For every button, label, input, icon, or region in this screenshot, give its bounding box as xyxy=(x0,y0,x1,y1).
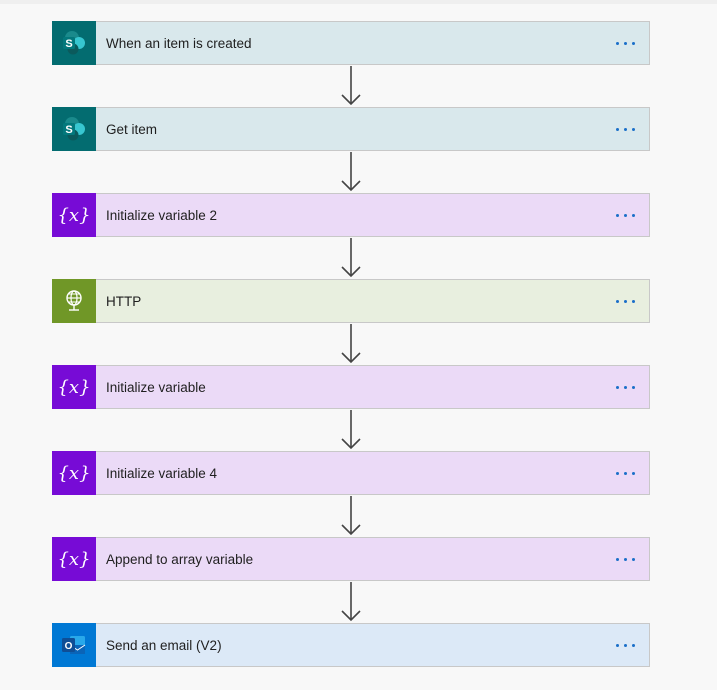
outlook-icon: O xyxy=(52,623,96,667)
dot-icon xyxy=(623,471,627,475)
connector-arrow-icon xyxy=(341,496,361,536)
step-label: Append to array variable xyxy=(106,551,254,567)
connector-arrow-icon xyxy=(341,152,361,192)
dot-icon xyxy=(615,127,619,131)
sharepoint-icon: S xyxy=(52,107,96,151)
dot-icon xyxy=(623,127,627,131)
svg-text:S: S xyxy=(65,124,72,136)
dot-icon xyxy=(623,213,627,217)
step-label: HTTP xyxy=(106,293,142,309)
svg-text:{x}: {x} xyxy=(57,549,90,570)
svg-text:{x}: {x} xyxy=(57,463,90,484)
dot-icon xyxy=(615,557,619,561)
step-label: Initialize variable xyxy=(106,379,206,395)
step-label: Initialize variable 4 xyxy=(106,465,218,481)
dot-icon xyxy=(631,41,635,45)
svg-text:{x}: {x} xyxy=(57,377,90,398)
connector-arrow-icon xyxy=(341,324,361,364)
dot-icon xyxy=(623,385,627,389)
step-label: Send an email (V2) xyxy=(106,637,222,653)
connector-arrow-icon xyxy=(341,66,361,106)
more-options-button[interactable] xyxy=(605,200,645,230)
step-card-append-to-array-variable[interactable]: {x} Append to array variable xyxy=(52,537,650,581)
step-card-initialize-variable-4[interactable]: {x} Initialize variable 4 xyxy=(52,451,650,495)
step-card-when-an-item-is-created[interactable]: S When an item is created xyxy=(52,21,650,65)
more-options-button[interactable] xyxy=(605,544,645,574)
connector-arrow-icon xyxy=(341,410,361,450)
more-options-button[interactable] xyxy=(605,630,645,660)
dot-icon xyxy=(631,127,635,131)
variable-icon: {x} xyxy=(52,451,96,495)
dot-icon xyxy=(631,557,635,561)
connector-arrow-icon xyxy=(341,238,361,278)
dot-icon xyxy=(623,643,627,647)
variable-icon: {x} xyxy=(52,365,96,409)
step-card-send-an-email-v2[interactable]: O Send an email (V2) xyxy=(52,623,650,667)
svg-text:{x}: {x} xyxy=(57,205,90,226)
dot-icon xyxy=(615,643,619,647)
step-card-get-item[interactable]: S Get item xyxy=(52,107,650,151)
dot-icon xyxy=(615,41,619,45)
dot-icon xyxy=(631,299,635,303)
dot-icon xyxy=(631,213,635,217)
http-globe-icon xyxy=(52,279,96,323)
step-label: When an item is created xyxy=(106,35,252,51)
dot-icon xyxy=(615,299,619,303)
dot-icon xyxy=(631,471,635,475)
svg-text:S: S xyxy=(65,38,72,50)
dot-icon xyxy=(623,299,627,303)
more-options-button[interactable] xyxy=(605,28,645,58)
step-label: Initialize variable 2 xyxy=(106,207,218,223)
step-label: Get item xyxy=(106,121,158,137)
step-card-initialize-variable[interactable]: {x} Initialize variable xyxy=(52,365,650,409)
top-strip xyxy=(0,0,717,4)
more-options-button[interactable] xyxy=(605,458,645,488)
dot-icon xyxy=(615,213,619,217)
dot-icon xyxy=(631,385,635,389)
more-options-button[interactable] xyxy=(605,286,645,316)
dot-icon xyxy=(623,41,627,45)
more-options-button[interactable] xyxy=(605,372,645,402)
variable-icon: {x} xyxy=(52,537,96,581)
dot-icon xyxy=(623,557,627,561)
dot-icon xyxy=(615,471,619,475)
sharepoint-icon: S xyxy=(52,21,96,65)
dot-icon xyxy=(615,385,619,389)
step-card-http[interactable]: HTTP xyxy=(52,279,650,323)
svg-text:O: O xyxy=(65,641,73,652)
dot-icon xyxy=(631,643,635,647)
more-options-button[interactable] xyxy=(605,114,645,144)
step-card-initialize-variable-2[interactable]: {x} Initialize variable 2 xyxy=(52,193,650,237)
connector-arrow-icon xyxy=(341,582,361,622)
variable-icon: {x} xyxy=(52,193,96,237)
